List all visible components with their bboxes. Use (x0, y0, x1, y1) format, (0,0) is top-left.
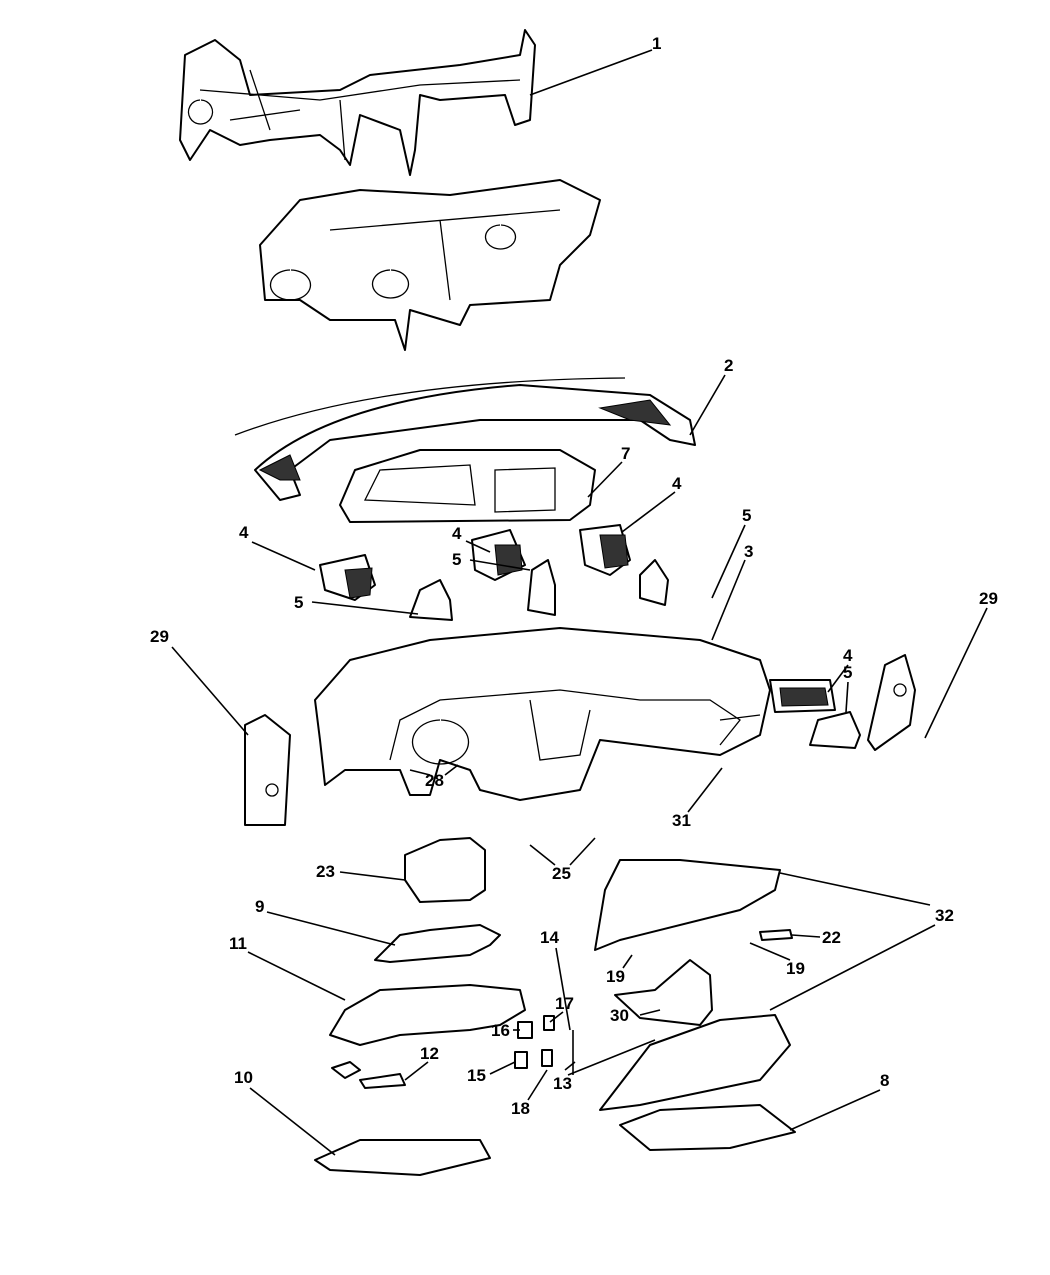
callout-7: 7 (621, 444, 630, 463)
callout-30: 30 (610, 1006, 629, 1025)
callout-4: 4 (452, 524, 462, 543)
vent-bezels (409, 559, 861, 749)
callout-4: 4 (843, 646, 853, 665)
callout-labels: 1 2 7 4 5 3 4 4 5 5 29 4 5 29 28 31 25 2… (150, 34, 998, 1118)
dashboard-structure (259, 179, 601, 351)
steering-column-opening-cover (374, 924, 501, 963)
callout-8: 8 (880, 1071, 889, 1090)
callout-9: 9 (255, 897, 264, 916)
callout-19: 19 (606, 967, 625, 986)
callout-23: 23 (316, 862, 335, 881)
callout-12: 12 (420, 1044, 439, 1063)
callout-19: 19 (786, 959, 805, 978)
cross-car-beam (179, 29, 536, 176)
knee-bolster (329, 984, 526, 1046)
air-outlet-vents (319, 524, 836, 713)
callout-28: 28 (425, 771, 444, 790)
callout-1: 1 (652, 34, 661, 53)
callout-4: 4 (672, 474, 682, 493)
callout-10: 10 (234, 1068, 253, 1087)
callout-5: 5 (843, 663, 852, 682)
callout-29: 29 (150, 627, 169, 646)
callout-29: 29 (979, 589, 998, 608)
callout-5: 5 (294, 593, 303, 612)
callout-32: 32 (935, 906, 954, 925)
callout-25: 25 (552, 864, 571, 883)
callout-5: 5 (452, 550, 461, 569)
lower-right-panel (619, 1104, 796, 1151)
callout-17: 17 (555, 994, 574, 1013)
callout-13: 13 (553, 1074, 572, 1093)
clips (331, 929, 793, 1089)
callout-5: 5 (742, 506, 751, 525)
glove-box-insert (614, 959, 713, 1026)
end-caps (244, 654, 916, 826)
callout-16: 16 (491, 1021, 510, 1040)
callout-14: 14 (540, 928, 559, 947)
callout-4: 4 (239, 523, 249, 542)
callout-22: 22 (822, 928, 841, 947)
callout-18: 18 (511, 1099, 530, 1118)
leader-lines (171, 49, 988, 1156)
cluster-bezel (339, 449, 596, 523)
lower-left-panel (314, 1139, 491, 1176)
callout-31: 31 (672, 811, 691, 830)
callout-11: 11 (229, 934, 247, 953)
steering-column-cover (404, 837, 486, 903)
upper-instrument-panel-cover (234, 377, 696, 501)
callout-15: 15 (467, 1066, 486, 1085)
instrument-panel (314, 627, 771, 801)
glove-box (594, 859, 791, 1111)
callout-3: 3 (744, 542, 753, 561)
callout-2: 2 (724, 356, 733, 375)
